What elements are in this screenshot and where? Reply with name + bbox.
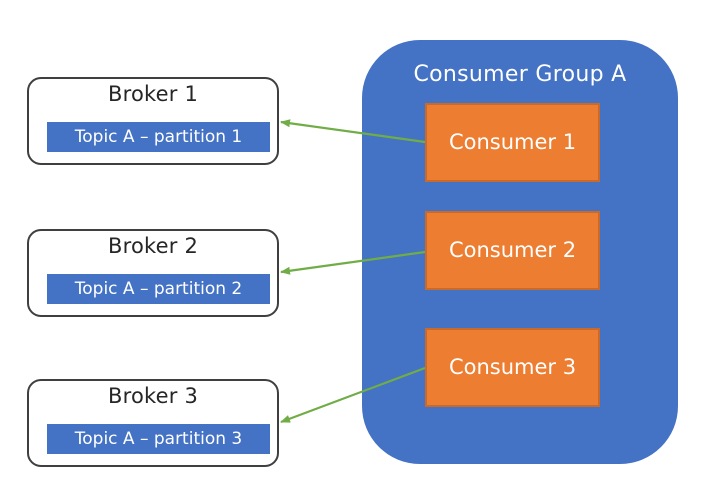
- arrow-consumer3-to-partition3: [280, 366, 426, 424]
- broker-title: Broker 1: [107, 82, 199, 106]
- arrow-consumer2-to-partition2: [280, 250, 426, 275]
- consumer-group-label: Consumer Group A: [413, 62, 627, 87]
- consumer-box-2: Consumer 2: [425, 211, 600, 290]
- arrow-consumer1-to-partition1: [280, 119, 426, 144]
- broker-box-3: Broker 3 Topic A – partition 3: [27, 379, 279, 467]
- consumer-group-container: Consumer Group A Consumer 1 Consumer 2 C…: [362, 40, 678, 464]
- consumer-box-1: Consumer 1: [425, 103, 600, 182]
- consumer-box-3: Consumer 3: [425, 328, 600, 407]
- broker-box-2: Broker 2 Topic A – partition 2: [27, 229, 279, 317]
- partition-label: Topic A – partition 1: [47, 122, 270, 152]
- partition-label: Topic A – partition 2: [47, 274, 270, 304]
- partition-label: Topic A – partition 3: [47, 424, 270, 454]
- broker-title: Broker 3: [107, 384, 199, 408]
- broker-title: Broker 2: [107, 234, 199, 258]
- broker-box-1: Broker 1 Topic A – partition 1: [27, 77, 279, 165]
